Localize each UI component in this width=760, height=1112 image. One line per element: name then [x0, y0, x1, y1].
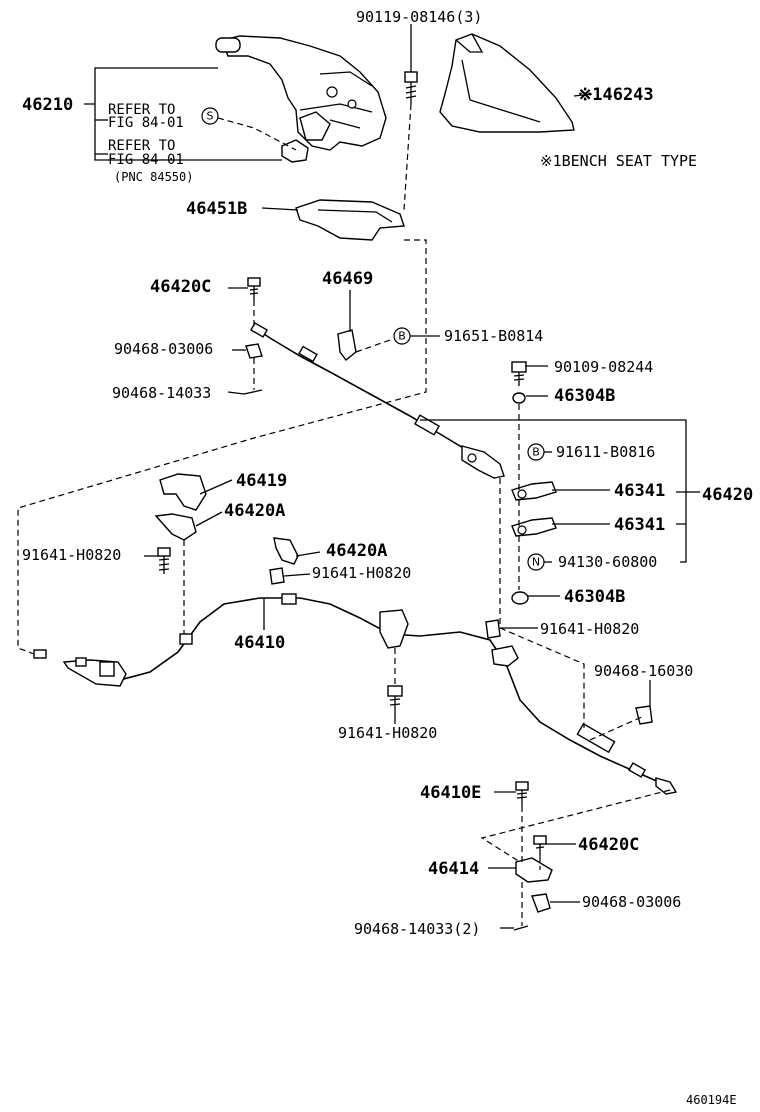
label-46414: 46414: [428, 859, 479, 879]
rear-cable-46410: [33, 593, 678, 795]
label-91611-b0816: 91611-B0816: [556, 443, 655, 461]
lever-cover-46451b: [295, 199, 405, 241]
label-46341-a: 46341: [614, 481, 665, 501]
front-cable: [249, 322, 505, 479]
clip-90468-16030: [635, 705, 653, 725]
label-91641-h0820-left: 91641-H0820: [22, 546, 121, 564]
svg-text:B: B: [532, 446, 540, 459]
figure-id: 460194E: [686, 1093, 737, 1107]
clip-90468-03006-top: [245, 343, 263, 359]
label-91641-h0820-mid: 91641-H0820: [312, 564, 411, 582]
clip-46469: [337, 329, 357, 361]
symbol-b-circle-1: B: [393, 327, 411, 345]
label-90468-03006-bottom: 90468-03006: [582, 893, 681, 911]
bracket-46420a-left: [154, 513, 197, 541]
label-46451b: 46451B: [186, 199, 247, 219]
label-90468-16030: 90468-16030: [594, 662, 693, 680]
svg-text:N: N: [532, 556, 540, 569]
bolt-91641-h0820-left: [157, 547, 171, 574]
label-91641-h0820-bottom: 91641-H0820: [338, 724, 437, 742]
label-46420a-mid: 46420A: [326, 541, 387, 561]
label-90119-08146: 90119-08146(3): [356, 8, 482, 26]
label-46469: 46469: [322, 269, 373, 289]
bracket-46414: [515, 857, 553, 883]
label-46420a-left: 46420A: [224, 501, 285, 521]
label-46210: 46210: [22, 95, 73, 115]
equalizer-assembly-46420: [511, 361, 557, 605]
label-94130-60800: 94130-60800: [558, 553, 657, 571]
bench-seat-boot-46243: [439, 33, 575, 133]
bracket-46420a-mid: [273, 537, 299, 565]
label-46420: 46420: [702, 485, 753, 505]
symbol-s-circle: S: [201, 107, 219, 125]
bolt-90119-08146: [404, 71, 418, 104]
refer-label-2c: (PNC 84550): [114, 170, 193, 184]
assembly-dashed-lines: [17, 103, 671, 926]
bench-seat-note: ※1BENCH SEAT TYPE: [540, 152, 697, 170]
label-46304b-bottom: 46304B: [564, 587, 625, 607]
label-46341-b: 46341: [614, 515, 665, 535]
label-91651-b0814: 91651-B0814: [444, 327, 543, 345]
label-90468-14033-top: 90468-14033: [112, 384, 211, 402]
parking-brake-lever-assembly: [215, 35, 387, 163]
label-90109-08244: 90109-08244: [554, 358, 653, 376]
bolt-91641-h0820-mid: [269, 567, 285, 585]
refer-label-2b: FIG 84-01: [108, 152, 184, 168]
symbol-n-circle: N: [527, 553, 545, 571]
bolt-46420c-top: [247, 277, 261, 300]
refer-label-1a: REFER TO: [108, 102, 175, 118]
symbol-b-circle-2: B: [527, 443, 545, 461]
svg-text:S: S: [207, 110, 214, 123]
label-90468-14033-bottom: 90468-14033(2): [354, 920, 480, 938]
clip-90468-14033-bottom: [513, 925, 529, 931]
label-46420c-top: 46420C: [150, 277, 211, 297]
leader-lines: [84, 24, 700, 929]
bolt-91641-h0820-bottom: [387, 685, 403, 714]
label-46304b-top: 46304B: [554, 386, 615, 406]
clip-90468-14033-top: [243, 389, 263, 395]
bolt-91641-h0820-right: [485, 619, 501, 639]
bracket-46419: [159, 473, 207, 511]
bolt-46420c-bottom: [533, 835, 547, 856]
svg-text:B: B: [398, 330, 406, 343]
label-46420c-bottom: 46420C: [578, 835, 639, 855]
refer-label-1b: FIG 84-01: [108, 115, 184, 131]
label-46419: 46419: [236, 471, 287, 491]
label-46243: ※146243: [578, 85, 654, 105]
bolt-46410e: [515, 781, 529, 806]
clip-90468-03006-bottom: [531, 893, 551, 913]
label-46410: 46410: [234, 633, 285, 653]
refer-label-2a: REFER TO: [108, 138, 175, 154]
label-91641-h0820-right: 91641-H0820: [540, 620, 639, 638]
label-90468-03006-top: 90468-03006: [114, 340, 213, 358]
label-46410e: 46410E: [420, 783, 481, 803]
